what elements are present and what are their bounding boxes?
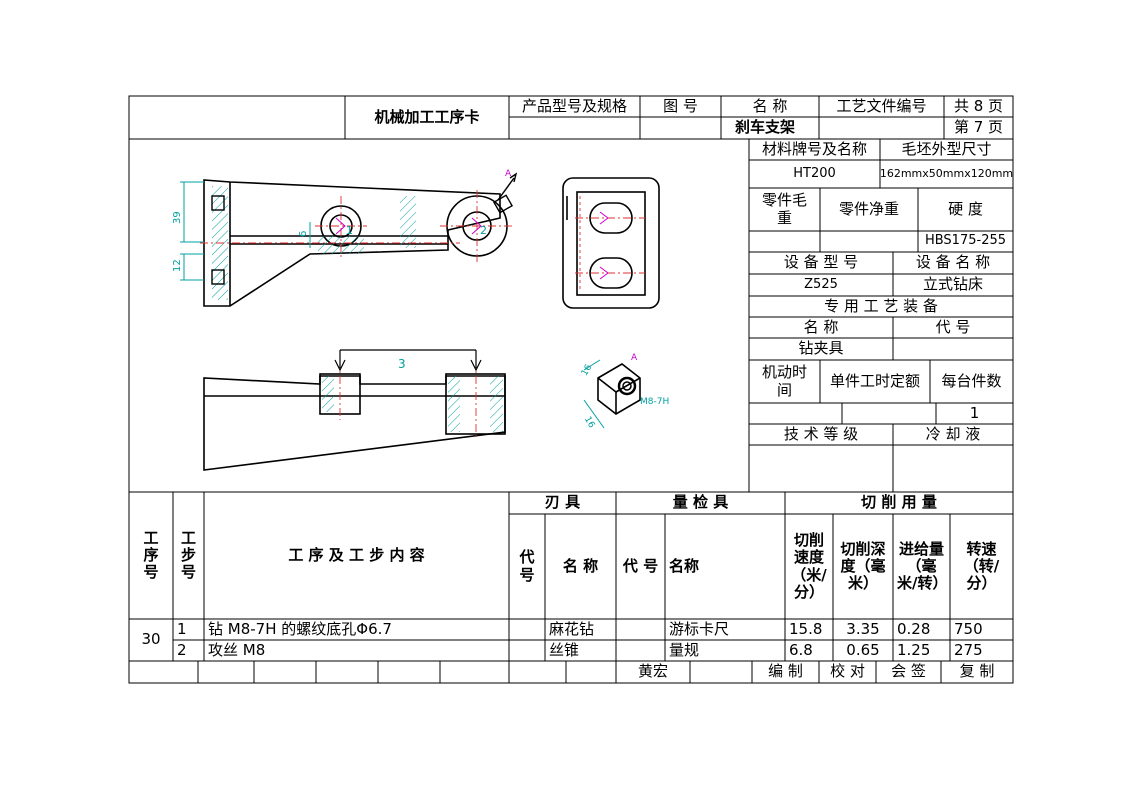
equipment-model-label: 设 备 型 号 bbox=[783, 253, 859, 272]
cutter-name-header: 名 称 bbox=[562, 556, 599, 575]
step-2-no: 2 bbox=[177, 640, 187, 659]
marker-2: 2 bbox=[480, 224, 487, 237]
pieces-label: 每台件数 bbox=[941, 371, 1002, 390]
fixture-code-label: 代 号 bbox=[935, 317, 971, 336]
step-2-cutter: 丝锥 bbox=[549, 640, 580, 659]
gauge-name-header: 名称 bbox=[669, 556, 700, 575]
equipment-name-value: 立式钻床 bbox=[922, 275, 983, 294]
step-no-header: 工步号 bbox=[181, 528, 197, 582]
part-name-label: 名 称 bbox=[752, 96, 788, 115]
gauge-header: 量 检 具 bbox=[672, 493, 729, 512]
rpm-header: 转速（转/分） bbox=[963, 539, 1000, 593]
page-number: 第 7 页 bbox=[953, 118, 1004, 137]
pieces-value: 1 bbox=[969, 403, 980, 422]
op-no-value: 30 bbox=[141, 630, 161, 649]
hardness-label: 硬 度 bbox=[948, 199, 983, 218]
step-2-content: 攻丝 M8 bbox=[208, 640, 266, 659]
step-2-rpm: 275 bbox=[954, 640, 983, 659]
tech-level-label: 技 术 等 级 bbox=[783, 424, 859, 443]
step-1-content: 钻 M8-7H 的螺纹底孔Φ6.7 bbox=[208, 619, 392, 638]
cutting-header: 切 削 用 量 bbox=[861, 493, 937, 512]
check-label: 校 对 bbox=[830, 662, 865, 681]
dim-16-b: 16 bbox=[582, 415, 597, 430]
blank-weight-label: 零件毛重 bbox=[761, 191, 807, 227]
step-1-depth: 3.35 bbox=[846, 619, 880, 638]
step-2-depth: 0.65 bbox=[846, 640, 880, 659]
step-2-speed: 6.8 bbox=[789, 640, 813, 659]
net-weight-label: 零件净重 bbox=[838, 199, 899, 218]
blank-size-value: 162mmx50mmx120mm bbox=[879, 166, 1014, 180]
drawing-no-label: 图 号 bbox=[663, 96, 698, 115]
gauge-code-header: 代 号 bbox=[622, 556, 659, 575]
marker-3: 3 bbox=[398, 357, 406, 371]
step-1-speed: 15.8 bbox=[789, 619, 823, 638]
op-no-header: 工序号 bbox=[143, 528, 159, 582]
depth-header: 切削深度（毫米） bbox=[840, 539, 886, 593]
unit-time-label: 单件工时定额 bbox=[829, 371, 920, 390]
product-model-label: 产品型号及规格 bbox=[521, 96, 627, 115]
fixture-name-value: 钻夹具 bbox=[798, 339, 844, 358]
step-1-no: 1 bbox=[177, 619, 187, 638]
dim-m8-7h: M8-7H bbox=[640, 397, 669, 407]
marker-1: 1 bbox=[346, 224, 353, 237]
dim-12: 12 bbox=[172, 259, 183, 272]
card-title: 机械加工工序卡 bbox=[374, 107, 480, 126]
equipment-model-value: Z525 bbox=[804, 276, 838, 292]
copy-label: 复 制 bbox=[959, 662, 995, 681]
compile-label: 编 制 bbox=[768, 662, 803, 681]
part-name-value: 刹车支架 bbox=[735, 118, 796, 137]
step-1-rpm: 750 bbox=[954, 619, 983, 638]
step-2-feed: 1.25 bbox=[897, 640, 931, 659]
doc-no-label: 工艺文件编号 bbox=[836, 96, 927, 115]
countersign-label: 会 签 bbox=[891, 662, 926, 681]
hardness-value: HBS175-255 bbox=[924, 233, 1007, 249]
machine-time-label: 机动时间 bbox=[761, 363, 807, 399]
step-1-cutter: 麻花钻 bbox=[549, 619, 595, 638]
cutter-header: 刃 具 bbox=[544, 493, 581, 512]
author-name: 黄宏 bbox=[637, 662, 668, 681]
material-value: HT200 bbox=[793, 165, 836, 181]
step-1-feed: 0.28 bbox=[897, 619, 931, 638]
fixture-header: 专 用 工 艺 装 备 bbox=[824, 296, 938, 315]
fixture-name-label: 名 称 bbox=[803, 317, 839, 336]
marker-a-front: A bbox=[505, 169, 512, 179]
feed-header: 进给量（毫米/转） bbox=[897, 539, 948, 593]
step-1-gauge: 游标卡尺 bbox=[669, 619, 730, 638]
speed-header: 切削速度（米/分） bbox=[791, 531, 827, 601]
material-label: 材料牌号及名称 bbox=[761, 139, 867, 158]
equipment-name-label: 设 备 名 称 bbox=[915, 253, 991, 272]
dim-6: 6 bbox=[298, 231, 309, 237]
content-header: 工 序 及 工 步 内 容 bbox=[288, 545, 425, 564]
side-view bbox=[562, 177, 660, 309]
step-2-gauge: 量规 bbox=[669, 640, 700, 659]
dim-39: 39 bbox=[172, 211, 183, 224]
total-pages: 共 8 页 bbox=[953, 96, 1004, 115]
coolant-label: 冷 却 液 bbox=[925, 424, 981, 443]
blank-size-label: 毛坯外型尺寸 bbox=[901, 139, 992, 158]
cutter-code-header: 代号 bbox=[519, 548, 535, 584]
marker-a-detail: A bbox=[631, 353, 638, 363]
